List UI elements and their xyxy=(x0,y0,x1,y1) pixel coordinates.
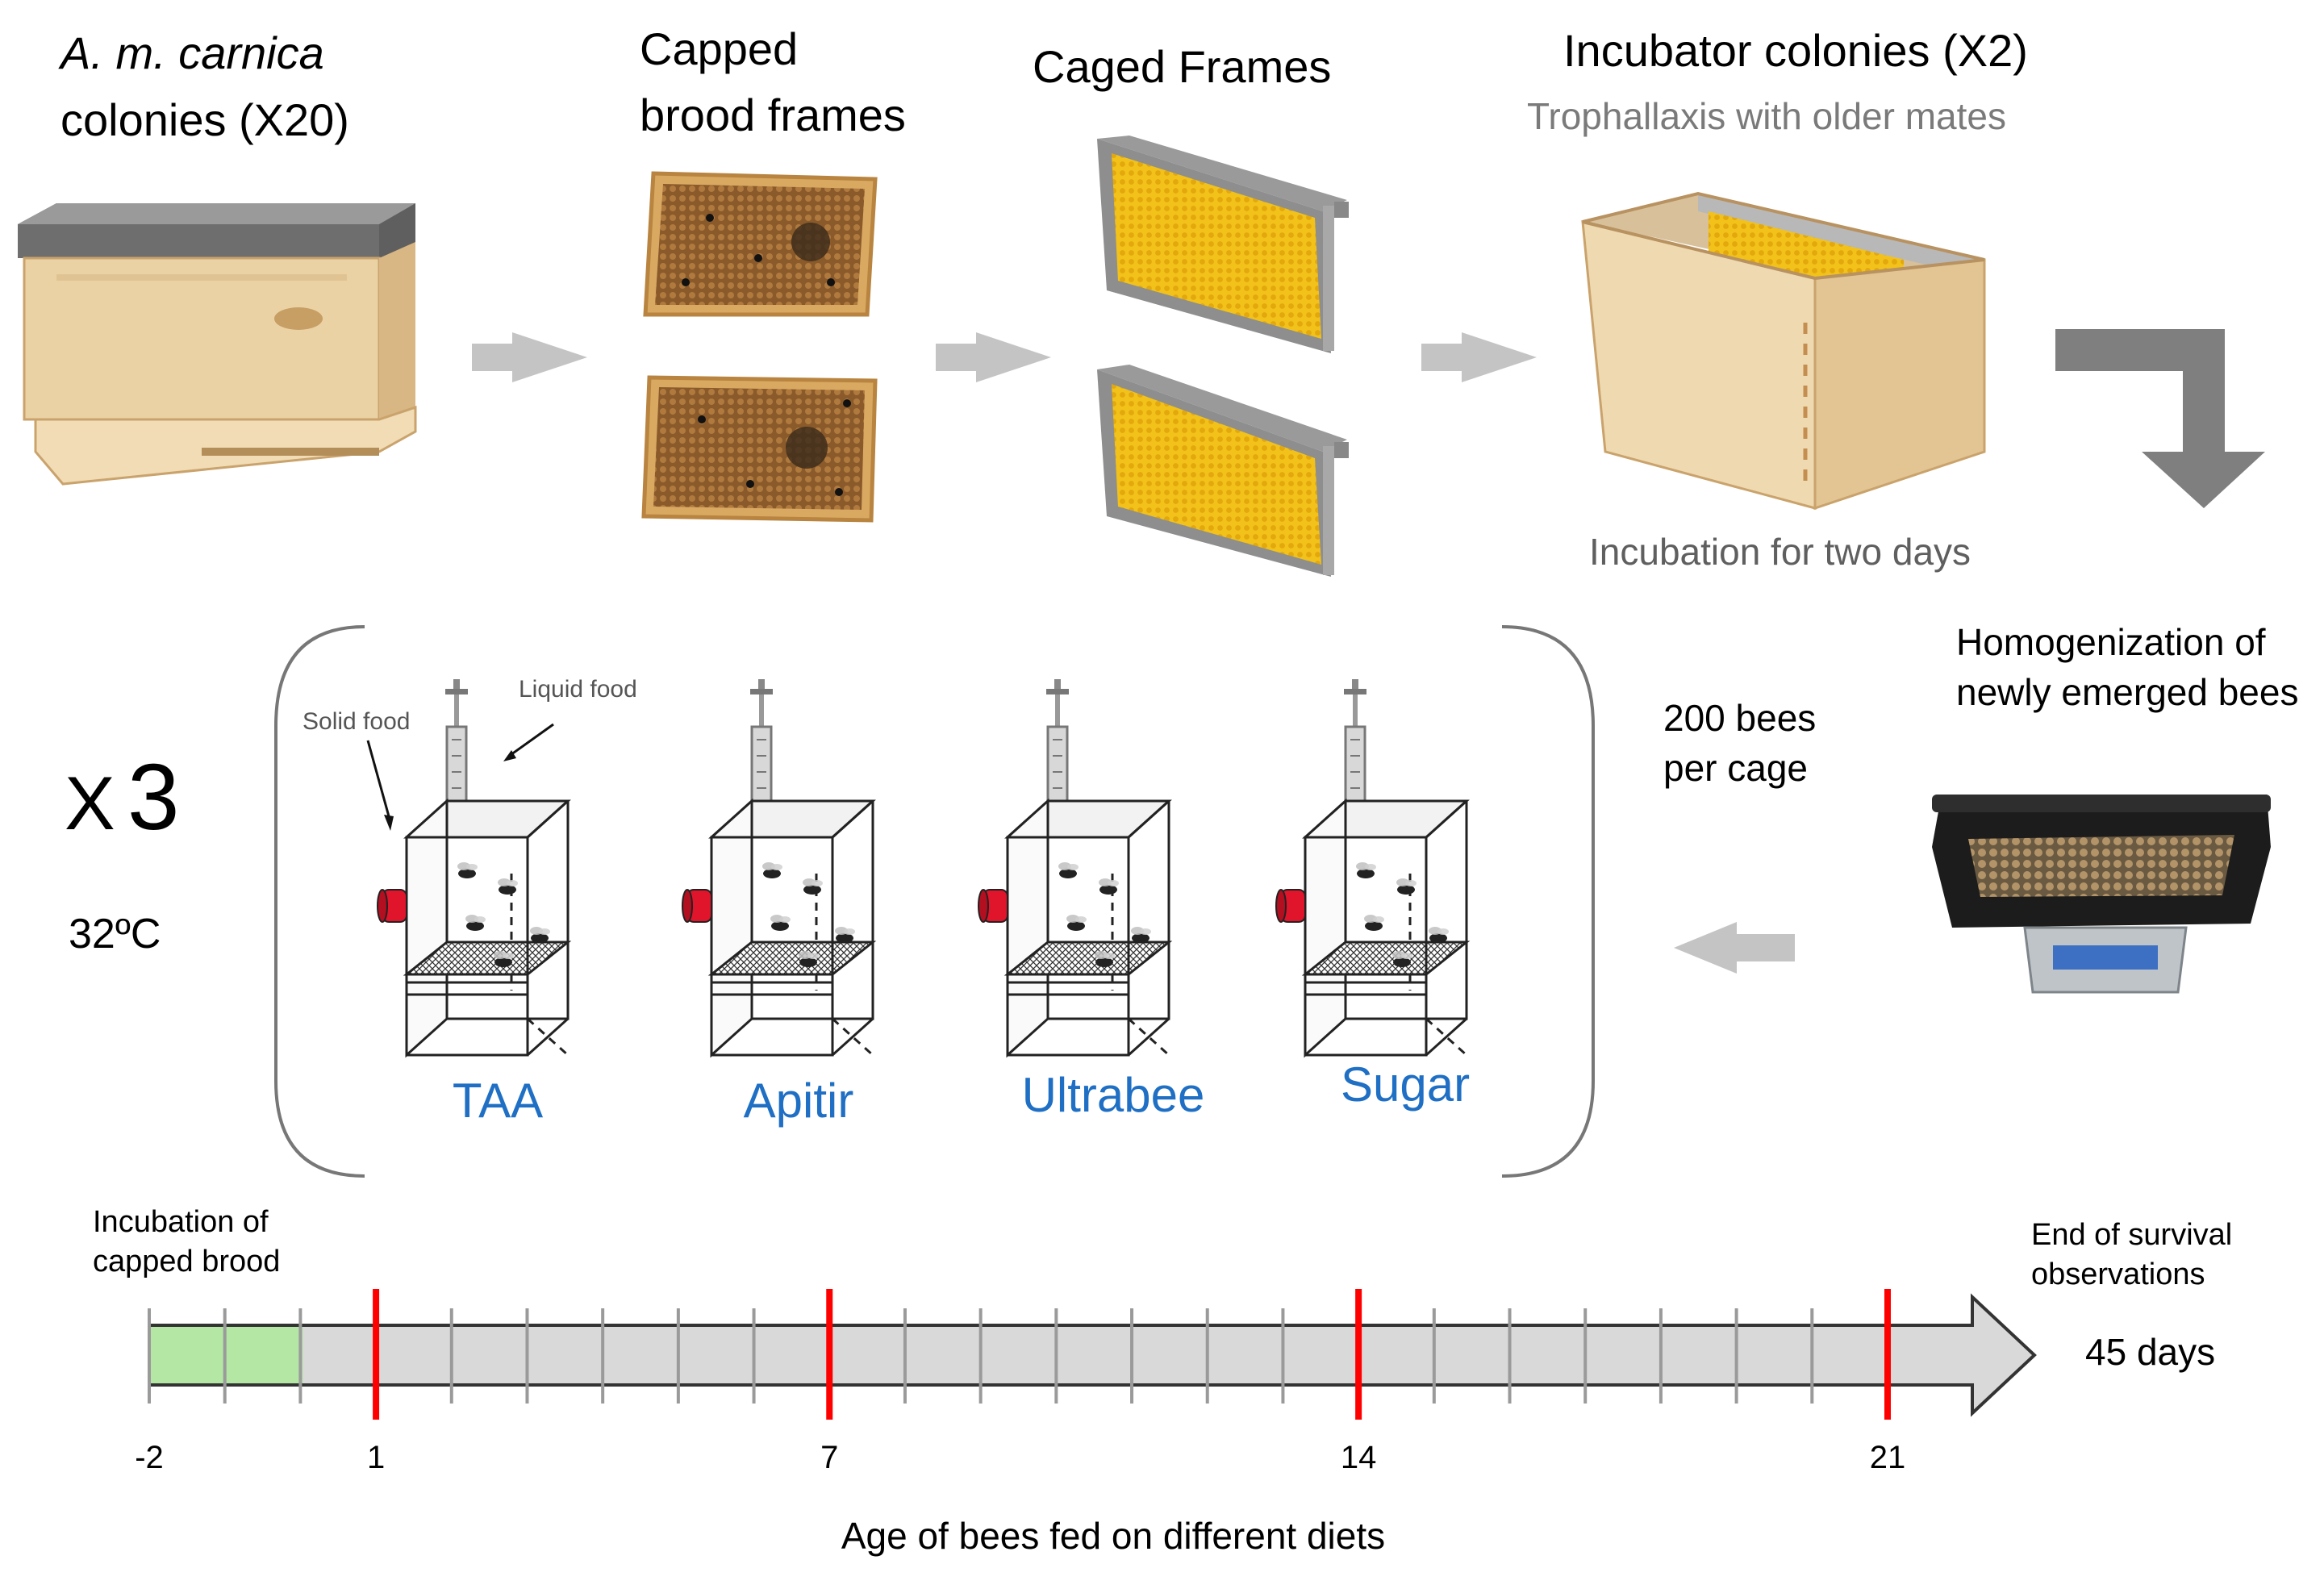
brood-frames-title-1: Capped xyxy=(640,23,798,74)
incubator-subtitle: Trophallaxis with older mates xyxy=(1527,95,2006,137)
caged-frame-1 xyxy=(1097,136,1349,353)
liquid-food-label: Liquid food xyxy=(519,676,637,703)
cage-group-bracket-right xyxy=(1501,625,1595,1178)
replicates-count: 3 xyxy=(127,745,180,849)
caged-frame-2 xyxy=(1097,365,1349,577)
flow-arrow-3-head xyxy=(1462,332,1537,382)
bee-tub-on-scale xyxy=(1932,795,2271,994)
flow-arrow-3 xyxy=(1421,344,1462,371)
diet-label-sugar: Sugar xyxy=(1341,1057,1470,1112)
incubator-title: Incubator colonies (X2) xyxy=(1563,25,2028,76)
brood-frame-1 xyxy=(643,171,878,317)
timeline-tick-label: -2 xyxy=(135,1440,164,1475)
bees-per-cage-label-2: per cage xyxy=(1663,747,1808,789)
flow-arrow-1-head xyxy=(512,332,587,382)
homogenization-label-1: Homogenization of xyxy=(1956,621,2266,663)
cage-ultrabee xyxy=(978,678,1169,1055)
timeline-tick-label: 7 xyxy=(820,1440,838,1475)
diet-label-ultrabee: Ultrabee xyxy=(1022,1068,1205,1122)
brood-frame-2 xyxy=(641,375,878,523)
incubator-box xyxy=(1581,191,1986,511)
replicates-x: X xyxy=(65,761,115,845)
colonies-title-count: colonies (X20) xyxy=(60,94,349,145)
flow-arrow-4 xyxy=(1737,934,1795,961)
beehive-illustration xyxy=(18,203,417,486)
timeline-tick-label: 14 xyxy=(1341,1440,1377,1475)
diet-label-apitir: Apitir xyxy=(744,1074,854,1128)
timeline: -2 1 7 14 21 xyxy=(135,1289,2037,1475)
caged-frames-title: Caged Frames xyxy=(1033,41,1331,92)
diet-label-taa: TAA xyxy=(453,1074,543,1128)
solid-food-label: Solid food xyxy=(302,708,410,735)
timeline-arrow xyxy=(148,1293,2037,1417)
solid-food-pointer xyxy=(366,740,394,831)
flow-arrow-1 xyxy=(472,344,512,371)
flow-arrow-2 xyxy=(936,344,976,371)
timeline-end-days: 45 days xyxy=(2085,1331,2215,1373)
timeline-tick-label: 1 xyxy=(367,1440,385,1475)
cage-apitir xyxy=(682,678,873,1055)
timeline-end-label-2: observations xyxy=(2031,1258,2205,1291)
cage-sugar xyxy=(1276,678,1467,1055)
timeline-end-label-1: End of survival xyxy=(2031,1218,2232,1252)
timeline-start-label-2: capped brood xyxy=(93,1245,280,1278)
flow-arrow-4-head xyxy=(1674,922,1737,974)
flow-arrow-2-head xyxy=(976,332,1051,382)
cage-group-bracket-left xyxy=(274,625,365,1178)
timeline-axis-title: Age of bees fed on different diets xyxy=(841,1515,1385,1557)
bees-per-cage-label-1: 200 bees xyxy=(1663,697,1816,739)
liquid-food-pointer xyxy=(503,723,554,761)
temperature-label: 32ºC xyxy=(69,911,161,957)
incubation-period-bar xyxy=(151,1327,303,1383)
homogenization-label-2: newly emerged bees xyxy=(1956,671,2298,713)
elbow-arrow xyxy=(2055,329,2265,508)
colonies-title-species: A. m. carnica xyxy=(58,27,324,78)
timeline-tick-label: 21 xyxy=(1870,1440,1906,1475)
brood-frames-title-2: brood frames xyxy=(640,90,906,140)
incubation-caption: Incubation for two days xyxy=(1589,531,1971,573)
timeline-start-label-1: Incubation of xyxy=(93,1205,269,1239)
